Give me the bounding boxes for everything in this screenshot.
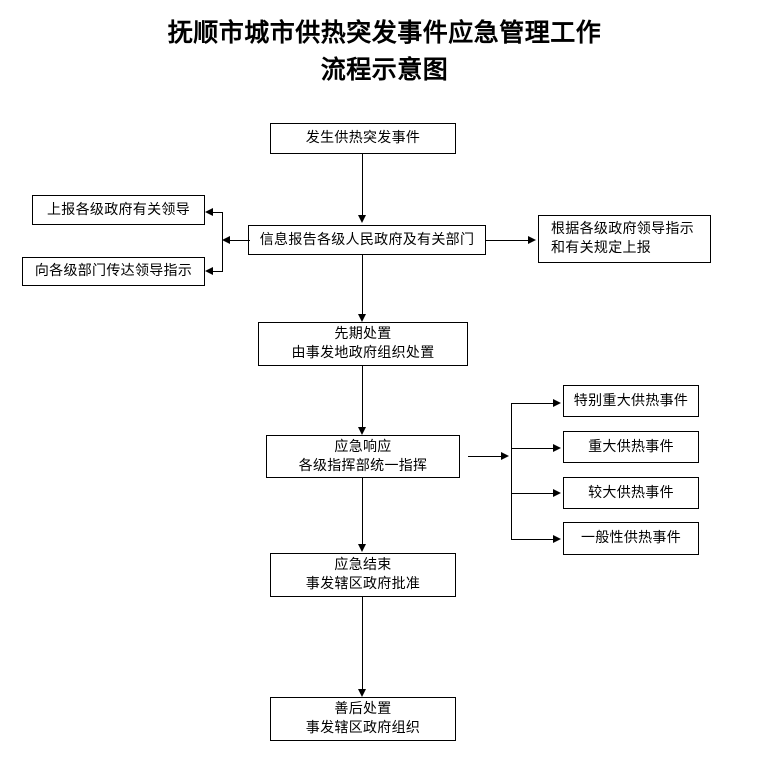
- node-emergency-response[interactable]: 应急响应 各级指挥部统一指挥: [266, 435, 460, 478]
- arrowhead-report-to-upward-report: [528, 236, 536, 244]
- node-initial-disposal[interactable]: 先期处置 由事发地政府组织处置: [258, 322, 468, 366]
- node-aftermath-disposal-line-1: 善后处置: [334, 701, 392, 717]
- arrowhead-initial-disposal-to-emergency-response: [358, 427, 366, 435]
- node-convey-instructions[interactable]: 向各级部门传达领导指示: [22, 257, 205, 286]
- node-information-report[interactable]: 信息报告各级人民政府及有关部门: [248, 225, 486, 255]
- arrowhead-incident-to-report: [358, 215, 366, 223]
- node-upward-report[interactable]: 根据各级政府领导指示 和有关规定上报: [538, 215, 711, 263]
- node-severity-level-4-line-1: 一般性供热事件: [580, 530, 682, 546]
- page-title: 抚顺市城市供热突发事件应急管理工作 流程示意图: [0, 14, 769, 88]
- arrowhead-trunk-to-level-2: [553, 444, 561, 452]
- arrowhead-emergency-response-to-level-trunk: [501, 452, 509, 460]
- connector-trunk-to-level-1: [511, 403, 555, 404]
- connector-incident-to-report: [362, 154, 363, 217]
- page-title-line-2: 流程示意图: [320, 55, 449, 84]
- node-initial-disposal-line-2: 由事发地政府组织处置: [291, 345, 435, 361]
- node-report-to-leaders-line-1: 上报各级政府有关领导: [47, 201, 190, 218]
- arrowhead-trunk-to-level-4: [553, 535, 561, 543]
- connector-trunk-to-level-4: [511, 539, 555, 540]
- node-emergency-response-line-1: 应急响应: [334, 438, 392, 455]
- arrowhead-report-to-initial-disposal: [358, 314, 366, 322]
- node-response-end[interactable]: 应急结束 事发辖区政府批准: [270, 553, 456, 597]
- node-response-end-line-2: 事发辖区政府批准: [305, 576, 421, 592]
- node-incident-occurs[interactable]: 发生供热突发事件: [270, 123, 456, 154]
- connector-trunk-to-report-leaders: [213, 212, 223, 213]
- node-information-report-line-1: 信息报告各级人民政府及有关部门: [259, 231, 475, 248]
- connector-emergency-response-to-response-end: [362, 478, 363, 547]
- connector-initial-disposal-to-emergency-response: [362, 366, 363, 430]
- page-title-line-1: 抚顺市城市供热突发事件应急管理工作: [167, 18, 602, 47]
- node-aftermath-disposal-line-2: 事发辖区政府组织: [305, 720, 421, 736]
- arrowhead-report-to-left-trunk: [222, 236, 230, 244]
- arrowhead-trunk-to-level-3: [553, 489, 561, 497]
- node-severity-level-3[interactable]: 较大供热事件: [563, 477, 699, 509]
- connector-report-to-initial-disposal: [362, 255, 363, 318]
- connector-report-to-left-trunk: [230, 240, 250, 241]
- node-severity-level-2-line-1: 重大供热事件: [588, 438, 674, 455]
- node-aftermath-disposal[interactable]: 善后处置 事发辖区政府组织: [270, 697, 456, 741]
- arrowhead-emergency-response-to-response-end: [358, 544, 366, 552]
- node-upward-report-line-1: 根据各级政府领导指示: [551, 221, 694, 237]
- node-convey-instructions-line-1: 向各级部门传达领导指示: [34, 263, 193, 279]
- node-incident-occurs-line-1: 发生供热突发事件: [305, 130, 421, 146]
- arrowhead-trunk-to-report-leaders: [205, 208, 213, 216]
- connector-response-end-to-aftermath: [362, 597, 363, 692]
- left-branch-trunk: [222, 212, 223, 271]
- severity-branch-trunk: [511, 403, 512, 539]
- connector-trunk-to-level-2: [511, 448, 555, 449]
- node-severity-level-2[interactable]: 重大供热事件: [563, 431, 699, 463]
- node-report-to-leaders[interactable]: 上报各级政府有关领导: [32, 195, 205, 225]
- node-response-end-line-1: 应急结束: [334, 557, 392, 573]
- node-severity-level-1-line-1: 特别重大供热事件: [573, 392, 689, 409]
- node-initial-disposal-line-1: 先期处置: [334, 326, 392, 342]
- connector-emergency-response-to-level-trunk: [468, 456, 503, 457]
- node-severity-level-3-line-1: 较大供热事件: [588, 484, 674, 501]
- node-severity-level-1[interactable]: 特别重大供热事件: [563, 385, 699, 417]
- connector-trunk-to-convey-instructions: [213, 271, 223, 272]
- connector-report-to-upward-report: [486, 240, 530, 241]
- arrowhead-trunk-to-convey-instructions: [205, 267, 213, 275]
- arrowhead-response-end-to-aftermath: [358, 689, 366, 697]
- arrowhead-trunk-to-level-1: [553, 399, 561, 407]
- connector-trunk-to-level-3: [511, 493, 555, 494]
- node-upward-report-line-2: 和有关规定上报: [551, 240, 652, 256]
- node-emergency-response-line-2: 各级指挥部统一指挥: [298, 457, 428, 474]
- node-severity-level-4[interactable]: 一般性供热事件: [563, 522, 699, 555]
